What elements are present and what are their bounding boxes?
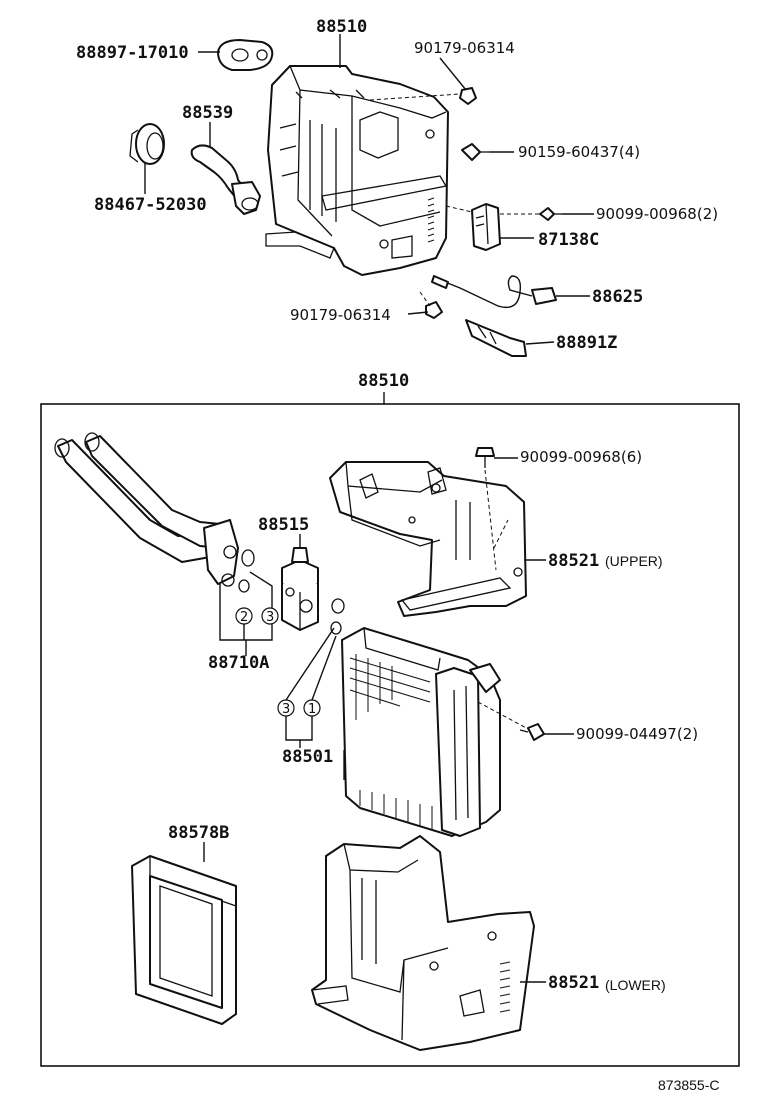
screw-a-label: 90159-60437(4)	[518, 143, 640, 161]
kit-label: 88510	[358, 371, 409, 391]
sensor-drawing	[431, 275, 557, 309]
clip-bottom-label: 90179-06314	[290, 306, 391, 324]
pipes-drawing	[54, 432, 255, 593]
oring-mark-a: 2	[235, 607, 253, 625]
plug-drawing	[129, 123, 165, 165]
oring-mark-b: 3	[261, 607, 279, 625]
valve-drawing	[281, 547, 319, 631]
grommet-label: 88897-17010	[76, 43, 189, 63]
oring-mark-b-text: 3	[266, 610, 274, 625]
screw-side-drawing	[519, 723, 545, 741]
assembly-label-top: 88510	[316, 17, 367, 37]
oring-mark-c-text: 3	[282, 702, 290, 717]
clip-top-drawing	[459, 87, 477, 105]
evaporator-housing-drawing	[265, 65, 449, 276]
case-lower-label: 88521	[548, 973, 599, 993]
grommet-drawing	[217, 39, 274, 71]
kit-frame	[40, 403, 740, 1067]
valve-orings	[330, 598, 345, 635]
clip-top-label: 90179-06314	[414, 39, 515, 57]
screw-a-drawing	[461, 143, 490, 161]
upper-case-drawing	[329, 461, 527, 617]
case-lower-note: (LOWER)	[605, 977, 666, 993]
plug-label: 88467-52030	[94, 195, 207, 215]
case-upper-label: 88521	[548, 551, 599, 571]
seal-label: 88578B	[168, 823, 229, 843]
valve-label: 88515	[258, 515, 309, 535]
evaporator-drawing	[341, 627, 531, 837]
upper-leaders	[144, 34, 594, 345]
hose-label: 88539	[182, 103, 233, 123]
upper-assembly: 88510 88897-17010 90179-06314 88539 8846…	[76, 17, 718, 357]
kit-section: 88510	[40, 371, 740, 1067]
amplifier-label: 87138C	[538, 230, 599, 250]
oring-mark-d: 1	[303, 699, 321, 717]
case-upper-note: (UPPER)	[605, 553, 663, 569]
seal-drawing	[131, 855, 237, 1025]
reference-code: 873855-C	[658, 1077, 720, 1093]
clamp-label: 88891Z	[556, 333, 617, 353]
pipes-label: 88710A	[208, 653, 269, 673]
lower-case-drawing	[311, 835, 535, 1051]
oring-mark-c: 3	[277, 699, 295, 717]
oring-mark-a-text: 2	[240, 610, 248, 625]
oring-brackets	[219, 571, 337, 748]
oring-mark-d-text: 1	[308, 702, 316, 717]
drain-hose-drawing	[190, 144, 261, 215]
kit-leaders	[203, 457, 574, 983]
upper-dashed-leaders	[369, 93, 540, 307]
screw-side-label: 90099-04497(2)	[576, 725, 698, 743]
evaporator-label: 88501	[282, 747, 333, 767]
screw-top-label: 90099-00968(6)	[520, 448, 642, 466]
clamp-drawing	[465, 319, 527, 357]
screw-b-label: 90099-00968(2)	[596, 205, 718, 223]
amplifier-drawing	[471, 203, 501, 251]
sensor-label: 88625	[592, 287, 643, 307]
screw-b-drawing	[539, 207, 562, 221]
screw-top-drawing	[475, 447, 509, 571]
